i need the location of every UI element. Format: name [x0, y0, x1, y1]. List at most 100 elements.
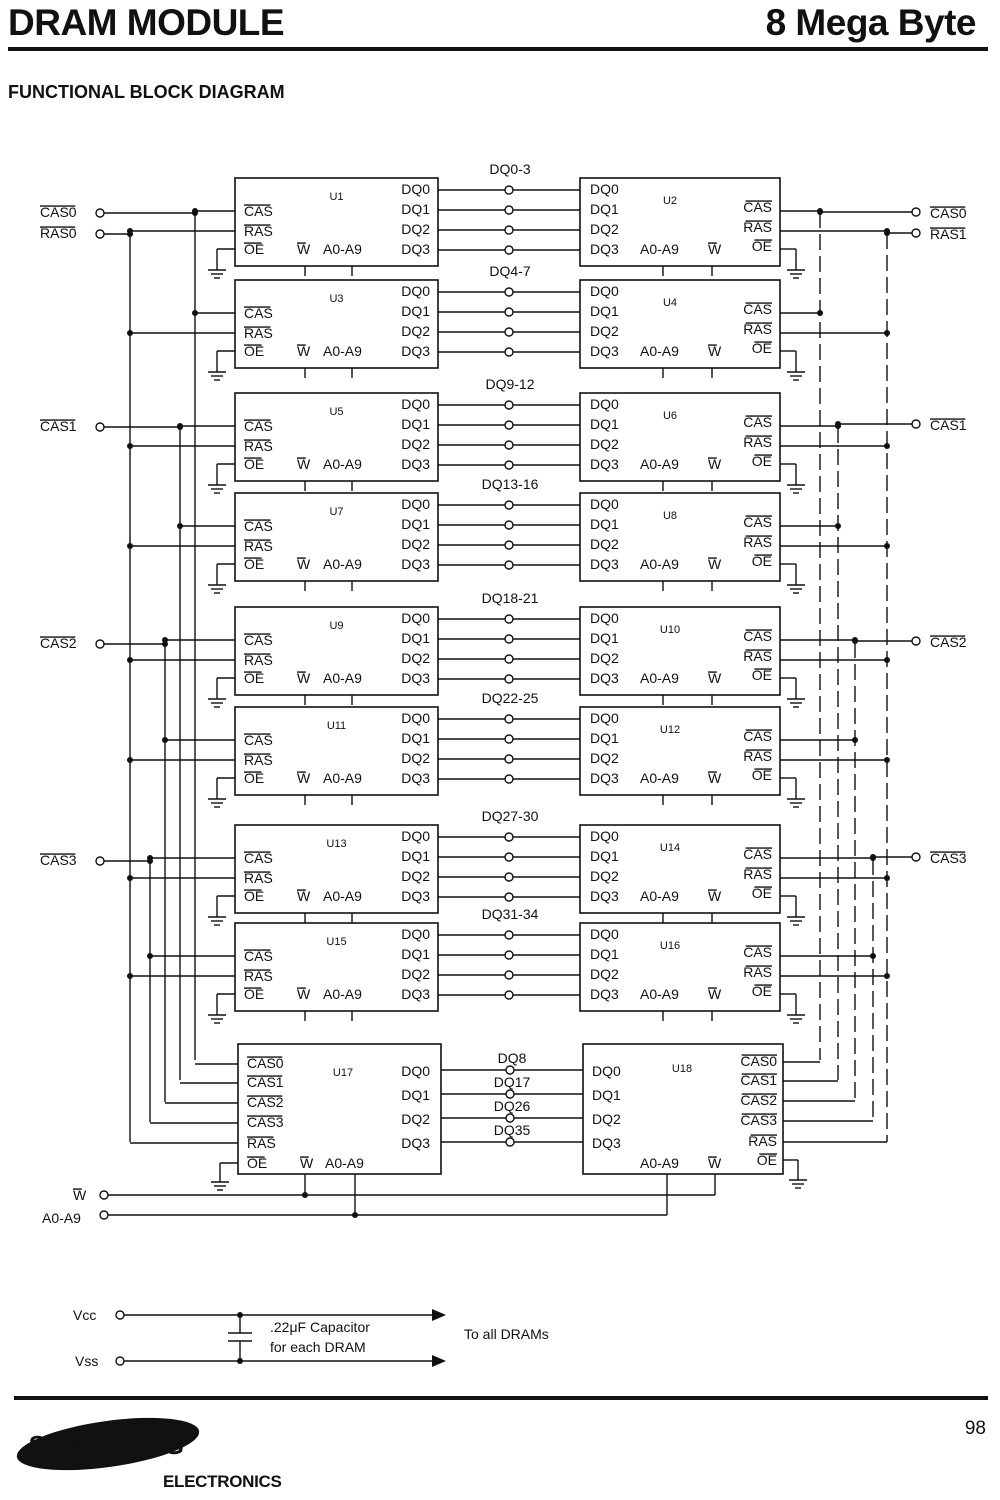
pin-oe: OE	[752, 983, 772, 999]
pin-addr: A0-A9	[640, 888, 679, 904]
addr-signal-label: A0-A9	[42, 1210, 81, 1226]
pin-addr: A0-A9	[640, 456, 679, 472]
chip-u2	[579, 177, 781, 267]
chip-label: U8	[663, 510, 677, 522]
pin-dq1: DQ1	[590, 630, 619, 646]
pin-addr: A0-A9	[640, 670, 679, 686]
right-signal-label: CAS0	[930, 205, 967, 221]
junction-dot	[127, 973, 133, 979]
pin-addr: A0-A9	[640, 343, 679, 359]
right-terminal	[911, 419, 921, 429]
dq-link	[505, 1065, 515, 1075]
junction-dot	[884, 875, 890, 881]
junction-dot	[127, 330, 133, 336]
pin-cas: CAS	[743, 944, 772, 960]
pin-dq0: DQ0	[401, 828, 430, 844]
pin-dq3: DQ3	[401, 986, 430, 1002]
pin-dq2: DQ2	[401, 868, 430, 884]
pin-dq1: DQ1	[590, 516, 619, 532]
dq-link	[505, 1137, 515, 1147]
chip-label: U4	[663, 297, 677, 309]
dq-link	[504, 634, 514, 644]
chip-label: U13	[326, 838, 346, 850]
pin-dq1: DQ1	[401, 848, 430, 864]
pin-cas-multi: CAS2	[740, 1092, 777, 1108]
pin-dq2: DQ2	[401, 966, 430, 982]
pin-oe: OE	[244, 456, 264, 472]
chip-u17	[237, 1043, 442, 1175]
pin-dq1: DQ1	[590, 416, 619, 432]
pin-dq: DQ2	[592, 1111, 621, 1127]
pin-ras: RAS	[244, 325, 273, 341]
pin-ras: RAS	[244, 968, 273, 984]
pin-addr: A0-A9	[640, 241, 679, 257]
right-terminal	[911, 228, 921, 238]
pin-addr: A0-A9	[640, 986, 679, 1002]
dq-link	[504, 225, 514, 235]
chip-u15	[234, 922, 439, 1012]
pin-addr: A0-A9	[325, 1155, 364, 1171]
pin-dq0: DQ0	[401, 610, 430, 626]
pin-oe: OE	[752, 453, 772, 469]
right-signal-label: RAS1	[930, 226, 967, 242]
pin-dq1: DQ1	[590, 946, 619, 962]
pin-w: W	[708, 556, 722, 572]
dq-link	[504, 307, 514, 317]
pin-ras: RAS	[244, 538, 273, 554]
junction-dot	[192, 210, 198, 216]
junction-dot	[127, 231, 133, 237]
pin-dq3: DQ3	[401, 456, 430, 472]
vss-label: Vss	[75, 1353, 98, 1369]
pin-w: W	[708, 343, 722, 359]
cap-label: for each DRAM	[270, 1339, 366, 1355]
pin-cas: CAS	[743, 301, 772, 317]
pin-cas: CAS	[244, 418, 273, 434]
dq-link	[504, 774, 514, 784]
pin-w: W	[297, 241, 311, 257]
pin-addr: A0-A9	[323, 888, 362, 904]
arrow-head	[432, 1355, 446, 1367]
pin-w: W	[708, 888, 722, 904]
pin-dq3: DQ3	[590, 986, 619, 1002]
junction-dot	[817, 209, 823, 215]
pin-oe: OE	[752, 553, 772, 569]
chip-u14	[579, 824, 781, 914]
dq-link	[504, 185, 514, 195]
chip-label: U10	[660, 624, 680, 636]
pin-dq3: DQ3	[590, 670, 619, 686]
pin-addr: A0-A9	[323, 770, 362, 786]
chip-u4	[579, 279, 781, 369]
junction-dot	[835, 421, 841, 427]
pin-dq0: DQ0	[401, 283, 430, 299]
dq-link	[504, 520, 514, 530]
pin-w: W	[297, 456, 311, 472]
chip-label: U17	[333, 1067, 353, 1079]
pin-oe: OE	[244, 343, 264, 359]
w-signal-label: W	[73, 1187, 87, 1203]
pin-dq: DQ1	[401, 1087, 430, 1103]
pin-dq: DQ1	[592, 1087, 621, 1103]
pin-dq1: DQ1	[401, 730, 430, 746]
bus-label: DQ27-30	[482, 808, 539, 824]
doc-capacity: 8 Mega Byte	[765, 2, 977, 43]
pin-dq2: DQ2	[401, 323, 430, 339]
chip-label: U15	[326, 936, 346, 948]
pin-dq3: DQ3	[401, 888, 430, 904]
pin-cas: CAS	[743, 414, 772, 430]
left-terminal	[95, 639, 105, 649]
pin-w: W	[297, 343, 311, 359]
junction-dot	[127, 657, 133, 663]
chip-u12	[579, 706, 781, 796]
bus-label: DQ0-3	[489, 161, 530, 177]
left-terminal	[95, 422, 105, 432]
junction-dot	[870, 854, 876, 860]
pin-dq0: DQ0	[590, 610, 619, 626]
addr-terminal	[99, 1210, 109, 1220]
pin-ras: RAS	[244, 438, 273, 454]
junction-dot	[884, 330, 890, 336]
pin-cas: CAS	[743, 514, 772, 530]
parity-label: DQ8	[498, 1050, 527, 1066]
dq-link	[504, 734, 514, 744]
dq-link	[504, 674, 514, 684]
bus-label: DQ13-16	[482, 476, 539, 492]
